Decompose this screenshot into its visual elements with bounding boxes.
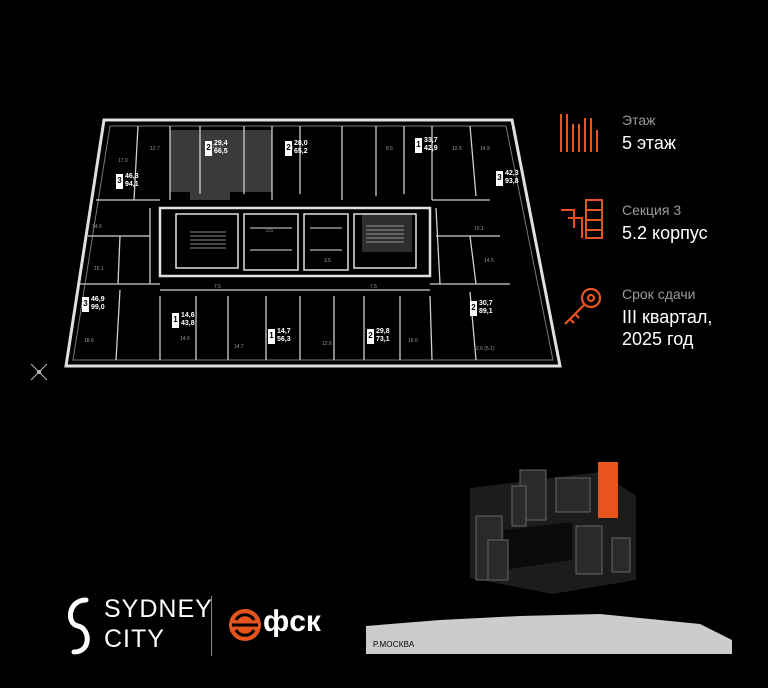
apartment-rooms: 3 [497, 173, 502, 182]
key-icon [564, 287, 602, 325]
apartment-rooms: 3 [117, 176, 122, 185]
apartment-total-area: 89,1 [479, 308, 493, 315]
svg-text:12.5: 12.5 [452, 146, 462, 152]
apartment-rooms: 2 [206, 143, 211, 152]
floor-icon [560, 114, 598, 152]
room-area-marks: 17.0 12.7 15.7 8.0 8.5 12.5 14.9 14.6 15… [84, 144, 495, 352]
apartment-rooms: 1 [416, 140, 421, 149]
logo-line1: SYDNEY [104, 595, 213, 623]
apartment-living-area: 33,7 [424, 137, 438, 144]
svg-text:7.5: 7.5 [370, 284, 377, 290]
apartment-total-area: 99,0 [91, 304, 105, 311]
apartment-rooms: 2 [368, 331, 373, 340]
svg-text:7.5: 7.5 [214, 284, 221, 290]
highlighted-apartments [170, 130, 412, 252]
svg-text:14.7: 14.7 [234, 344, 244, 350]
apartment-rooms: 1 [173, 315, 178, 324]
svg-text:12.6: 12.6 [322, 341, 332, 347]
logo-line2: CITY [104, 625, 165, 653]
building-outline [64, 118, 562, 368]
apartment-total-area: 73,1 [376, 336, 390, 343]
apartment-total-area: 93,8 [505, 178, 519, 185]
section-label: Секция 3 [622, 202, 682, 218]
svg-text:15.1: 15.1 [94, 266, 104, 272]
sydney-city-logo: SYDNEY CITY [104, 594, 213, 654]
fsk-logo-icon [229, 609, 261, 641]
apartment-total-area: 94,1 [125, 181, 139, 188]
section-icon [561, 199, 603, 239]
apartment-total-area: 66,5 [214, 148, 228, 155]
apartment-total-area: 43,8 [181, 320, 195, 327]
svg-text:18.6: 18.6 [84, 338, 94, 344]
svg-text:12.7: 12.7 [150, 146, 160, 152]
deadline-value-line1: III квартал, [622, 307, 713, 327]
apartment-rooms: 2 [286, 143, 291, 152]
apartment-rooms: 1 [269, 331, 274, 340]
core [158, 206, 432, 278]
site-map [366, 462, 732, 654]
svg-text:3.5: 3.5 [266, 228, 273, 234]
fsk-logo-text: фск [263, 605, 321, 638]
sydney-city-logo-icon [68, 597, 90, 655]
floor-value: 5 этаж [622, 133, 676, 153]
selected-building [598, 462, 618, 518]
apartment-living-area: 30,7 [479, 300, 493, 307]
apartment-markers [82, 138, 503, 344]
apartment-total-area: 42,9 [424, 145, 438, 152]
svg-text:14.6: 14.6 [92, 224, 102, 230]
deadline-label: Срок сдачи [622, 286, 696, 302]
apartment-living-area: 14,7 [277, 328, 291, 335]
apartment-living-area: 46,3 [125, 173, 139, 180]
svg-text:2.6 (5.1): 2.6 (5.1) [476, 346, 495, 352]
apartment-total-area: 65,2 [294, 148, 308, 155]
svg-text:15.1: 15.1 [474, 226, 484, 232]
apartment-living-area: 29,8 [376, 328, 390, 335]
svg-text:17.0: 17.0 [118, 158, 128, 164]
apartment-rooms: 3 [83, 299, 88, 308]
river-label: Р.МОСКВА [373, 640, 415, 649]
svg-text:8.5: 8.5 [386, 146, 393, 152]
svg-text:3.5: 3.5 [324, 258, 331, 264]
apartment-total-area: 56,3 [277, 336, 291, 343]
svg-text:14.6: 14.6 [180, 336, 190, 342]
apartment-living-area: 28,0 [294, 140, 308, 147]
logo-divider [211, 596, 212, 656]
svg-text:16.0: 16.0 [408, 338, 418, 344]
partitions [80, 125, 510, 361]
svg-text:15.7: 15.7 [212, 144, 222, 150]
apartment-living-area: 29,4 [214, 140, 228, 147]
floor-label: Этаж [622, 112, 656, 128]
apartment-living-area: 46,9 [91, 296, 105, 303]
deadline-value-line2: 2025 год [622, 329, 694, 349]
compass-icon [30, 363, 48, 381]
apartment-living-area: 42,3 [505, 170, 519, 177]
apartment-rooms: 2 [471, 303, 476, 312]
apartment-living-area: 14,6 [181, 312, 195, 319]
svg-text:14.9: 14.9 [480, 146, 490, 152]
svg-text:14.5: 14.5 [484, 258, 494, 264]
section-value: 5.2 корпус [622, 223, 708, 243]
